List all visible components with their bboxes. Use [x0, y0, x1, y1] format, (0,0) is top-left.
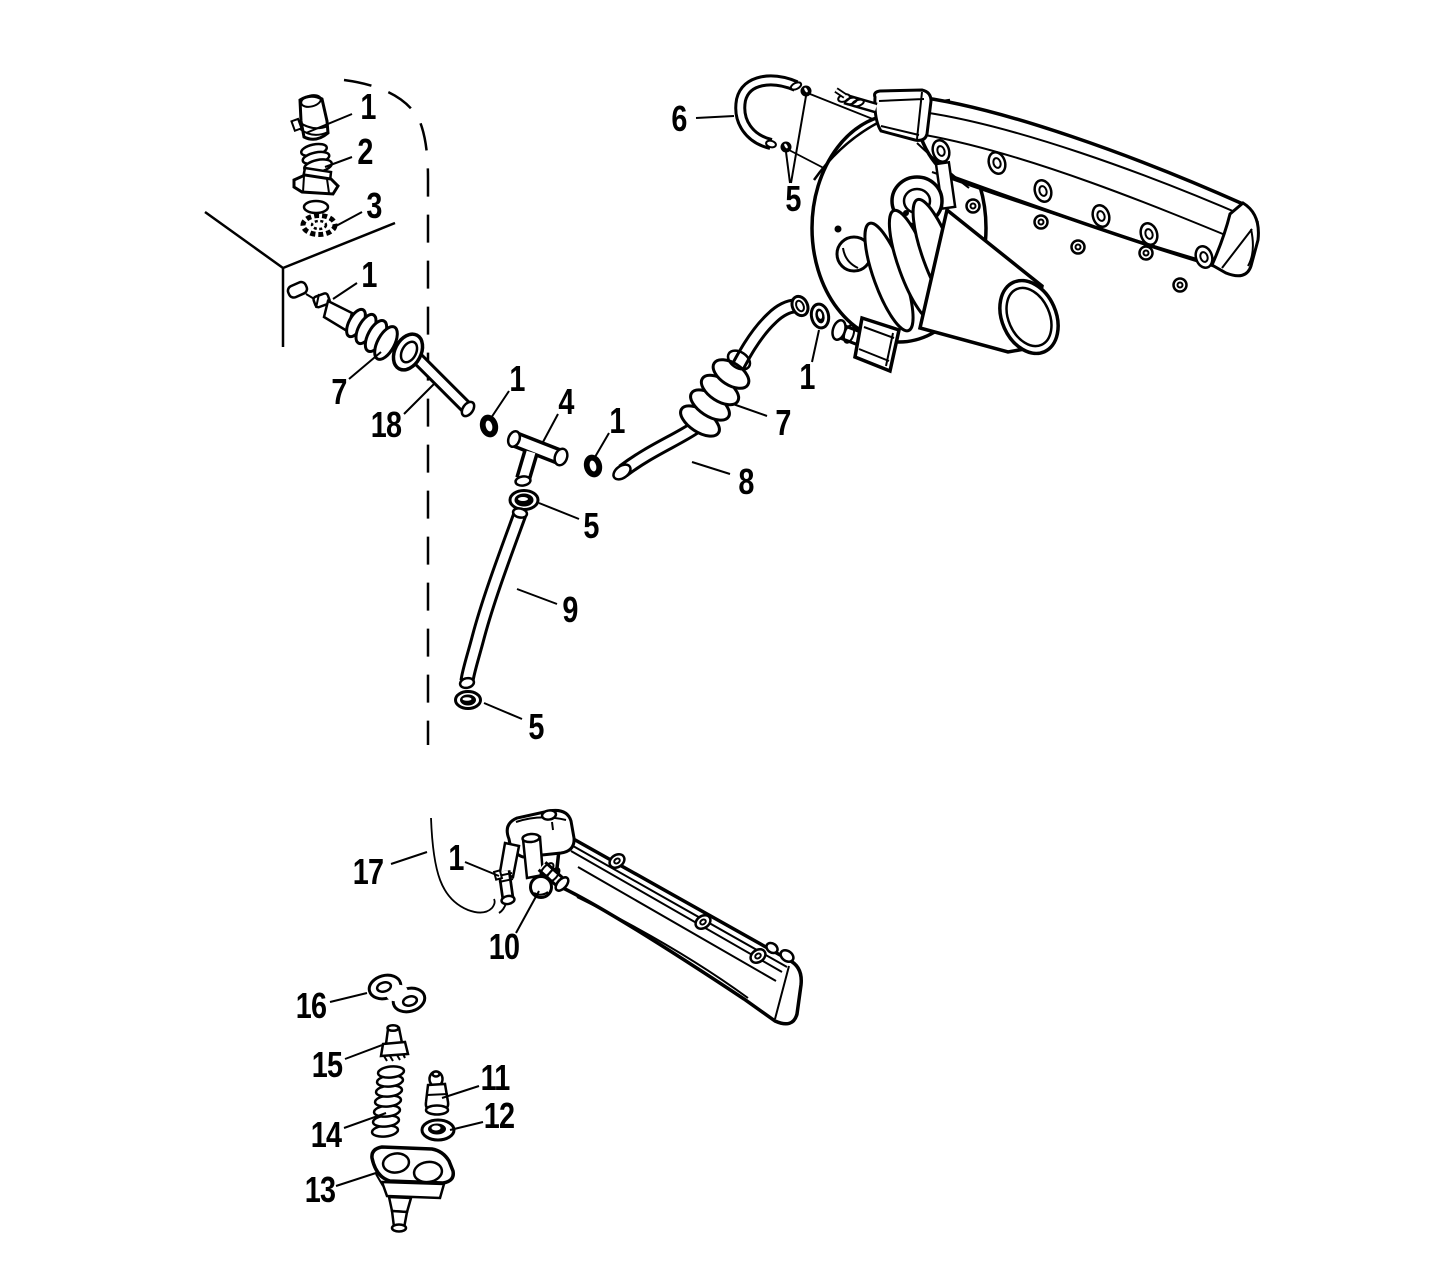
part-number-label: 5 — [583, 505, 599, 546]
leader-line — [324, 156, 353, 168]
part-number-label: 6 — [671, 98, 687, 139]
part-number-label: 10 — [488, 926, 520, 967]
manifold-bolts — [931, 139, 1214, 269]
part-number-label: 5 — [528, 706, 544, 747]
part-number-label: 7 — [775, 402, 791, 443]
part-number-label: 13 — [304, 1169, 336, 1210]
leader-line — [441, 1085, 480, 1099]
poppet-valve-15 — [379, 1023, 410, 1062]
supply-hose-assembly — [612, 294, 810, 481]
part-number-label: 1 — [609, 400, 625, 441]
part-number-label: 7 — [331, 371, 347, 412]
part-number-label: 17 — [352, 851, 384, 892]
part-number-label: 1 — [448, 837, 464, 878]
part-number-label: 1 — [361, 254, 377, 295]
hose-clamp — [479, 414, 499, 438]
leader-line — [335, 211, 363, 227]
part-number-label: 3 — [366, 185, 382, 226]
part-number-label: 11 — [480, 1057, 511, 1098]
leader-line — [490, 390, 510, 419]
lock-washer — [300, 199, 338, 237]
part-number-label: 15 — [311, 1044, 343, 1085]
leader-line — [785, 151, 791, 184]
manifold-lower-bolts — [965, 198, 1188, 293]
part-number-label: 18 — [370, 404, 402, 445]
leader-line — [732, 403, 768, 417]
leader-line — [790, 95, 807, 184]
part-number-label: 16 — [295, 985, 327, 1026]
tank-hose-fitting — [290, 94, 330, 141]
rail-bolt-tabs — [608, 853, 767, 964]
valve-body-13 — [370, 1145, 456, 1233]
seal-ring — [809, 302, 831, 330]
leader-line — [695, 115, 735, 119]
rail-end-cap — [498, 809, 576, 880]
part-number-label: 2 — [357, 131, 373, 172]
rail-fitting-10 — [529, 861, 570, 899]
part-number-label: 8 — [738, 461, 754, 502]
leader-line — [335, 1171, 380, 1187]
engine-assembly — [809, 87, 1260, 374]
hose-clamp — [583, 454, 603, 478]
leader-line — [594, 432, 610, 458]
part-number-label: 4 — [558, 381, 574, 422]
grommet-lower — [454, 690, 482, 710]
outlet-cone — [863, 197, 1060, 356]
leader-line — [332, 282, 358, 300]
part-number-label: 9 — [562, 589, 578, 630]
grommet-upper — [508, 489, 540, 511]
part-number-label: 5 — [785, 178, 801, 219]
leader-line — [811, 329, 820, 363]
vent-hose-lower — [458, 507, 529, 690]
part-number-label: 1 — [360, 86, 376, 127]
fuel-tank-outline — [204, 78, 430, 745]
leader-line — [449, 1121, 484, 1131]
part-number-label: 14 — [310, 1114, 342, 1155]
washer-12 — [420, 1118, 456, 1142]
rail-body — [555, 829, 803, 1026]
leader-line — [348, 351, 382, 380]
valve-fitting-11 — [424, 1070, 450, 1116]
leader-line — [538, 502, 580, 520]
vent-hose-upper — [734, 74, 803, 150]
leader-line — [305, 113, 353, 134]
leader-line — [515, 890, 540, 934]
leader-line — [403, 383, 435, 415]
leader-line — [344, 1044, 383, 1060]
part-number-label: 12 — [483, 1095, 515, 1136]
tank-outlet-fitting — [292, 142, 340, 196]
leader-line — [483, 702, 523, 720]
part-number-label: 1 — [509, 358, 525, 399]
leader-line — [691, 461, 731, 475]
leader-line — [516, 588, 558, 605]
leader-line — [329, 992, 368, 1003]
tee-fitting — [506, 430, 569, 487]
leader-line — [343, 1112, 387, 1129]
cable-boot-assembly — [286, 280, 476, 418]
rail-assembly — [430, 809, 803, 1026]
elbow-fitting — [831, 315, 902, 374]
leader-line — [542, 413, 559, 443]
spring-14 — [370, 1065, 406, 1138]
leader-line — [390, 851, 428, 865]
leader-lines-layer — [305, 95, 820, 1187]
hose-17 — [430, 817, 496, 914]
gasket-16 — [367, 973, 427, 1014]
part-number-label: 1 — [799, 356, 815, 397]
rail-hose-clamp — [492, 869, 516, 914]
manifold-end-cap — [1210, 201, 1260, 278]
mount-bracket — [834, 87, 933, 142]
leader-line — [464, 861, 500, 877]
